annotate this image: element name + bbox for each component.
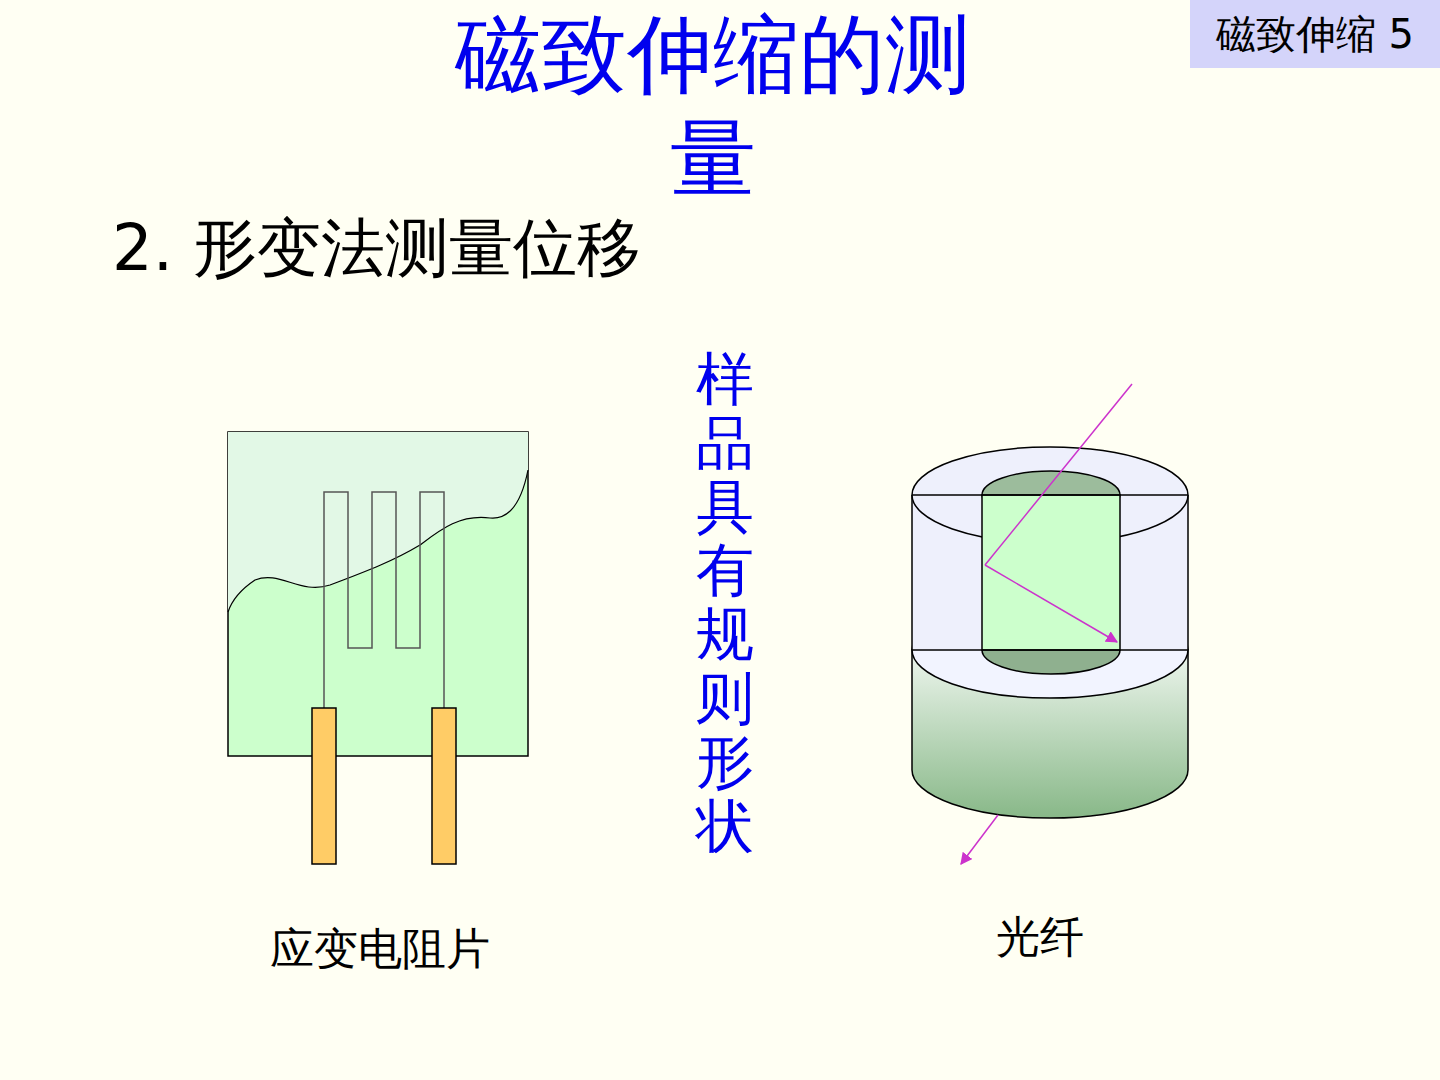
vertical-note: 样品具有规则形状: [696, 348, 754, 858]
page-badge: 磁致伸缩 5: [1190, 0, 1440, 68]
slide-title: 磁致伸缩的测量: [440, 2, 985, 210]
section-heading: 2. 形变法测量位移: [112, 205, 641, 292]
strain-gauge: [228, 432, 528, 864]
figure-caption: 光纤: [996, 908, 1084, 967]
fiber-cylinder: [912, 384, 1188, 864]
badge-text: 磁致伸缩 5: [1216, 7, 1414, 62]
figure-caption: 应变电阻片: [270, 920, 490, 979]
